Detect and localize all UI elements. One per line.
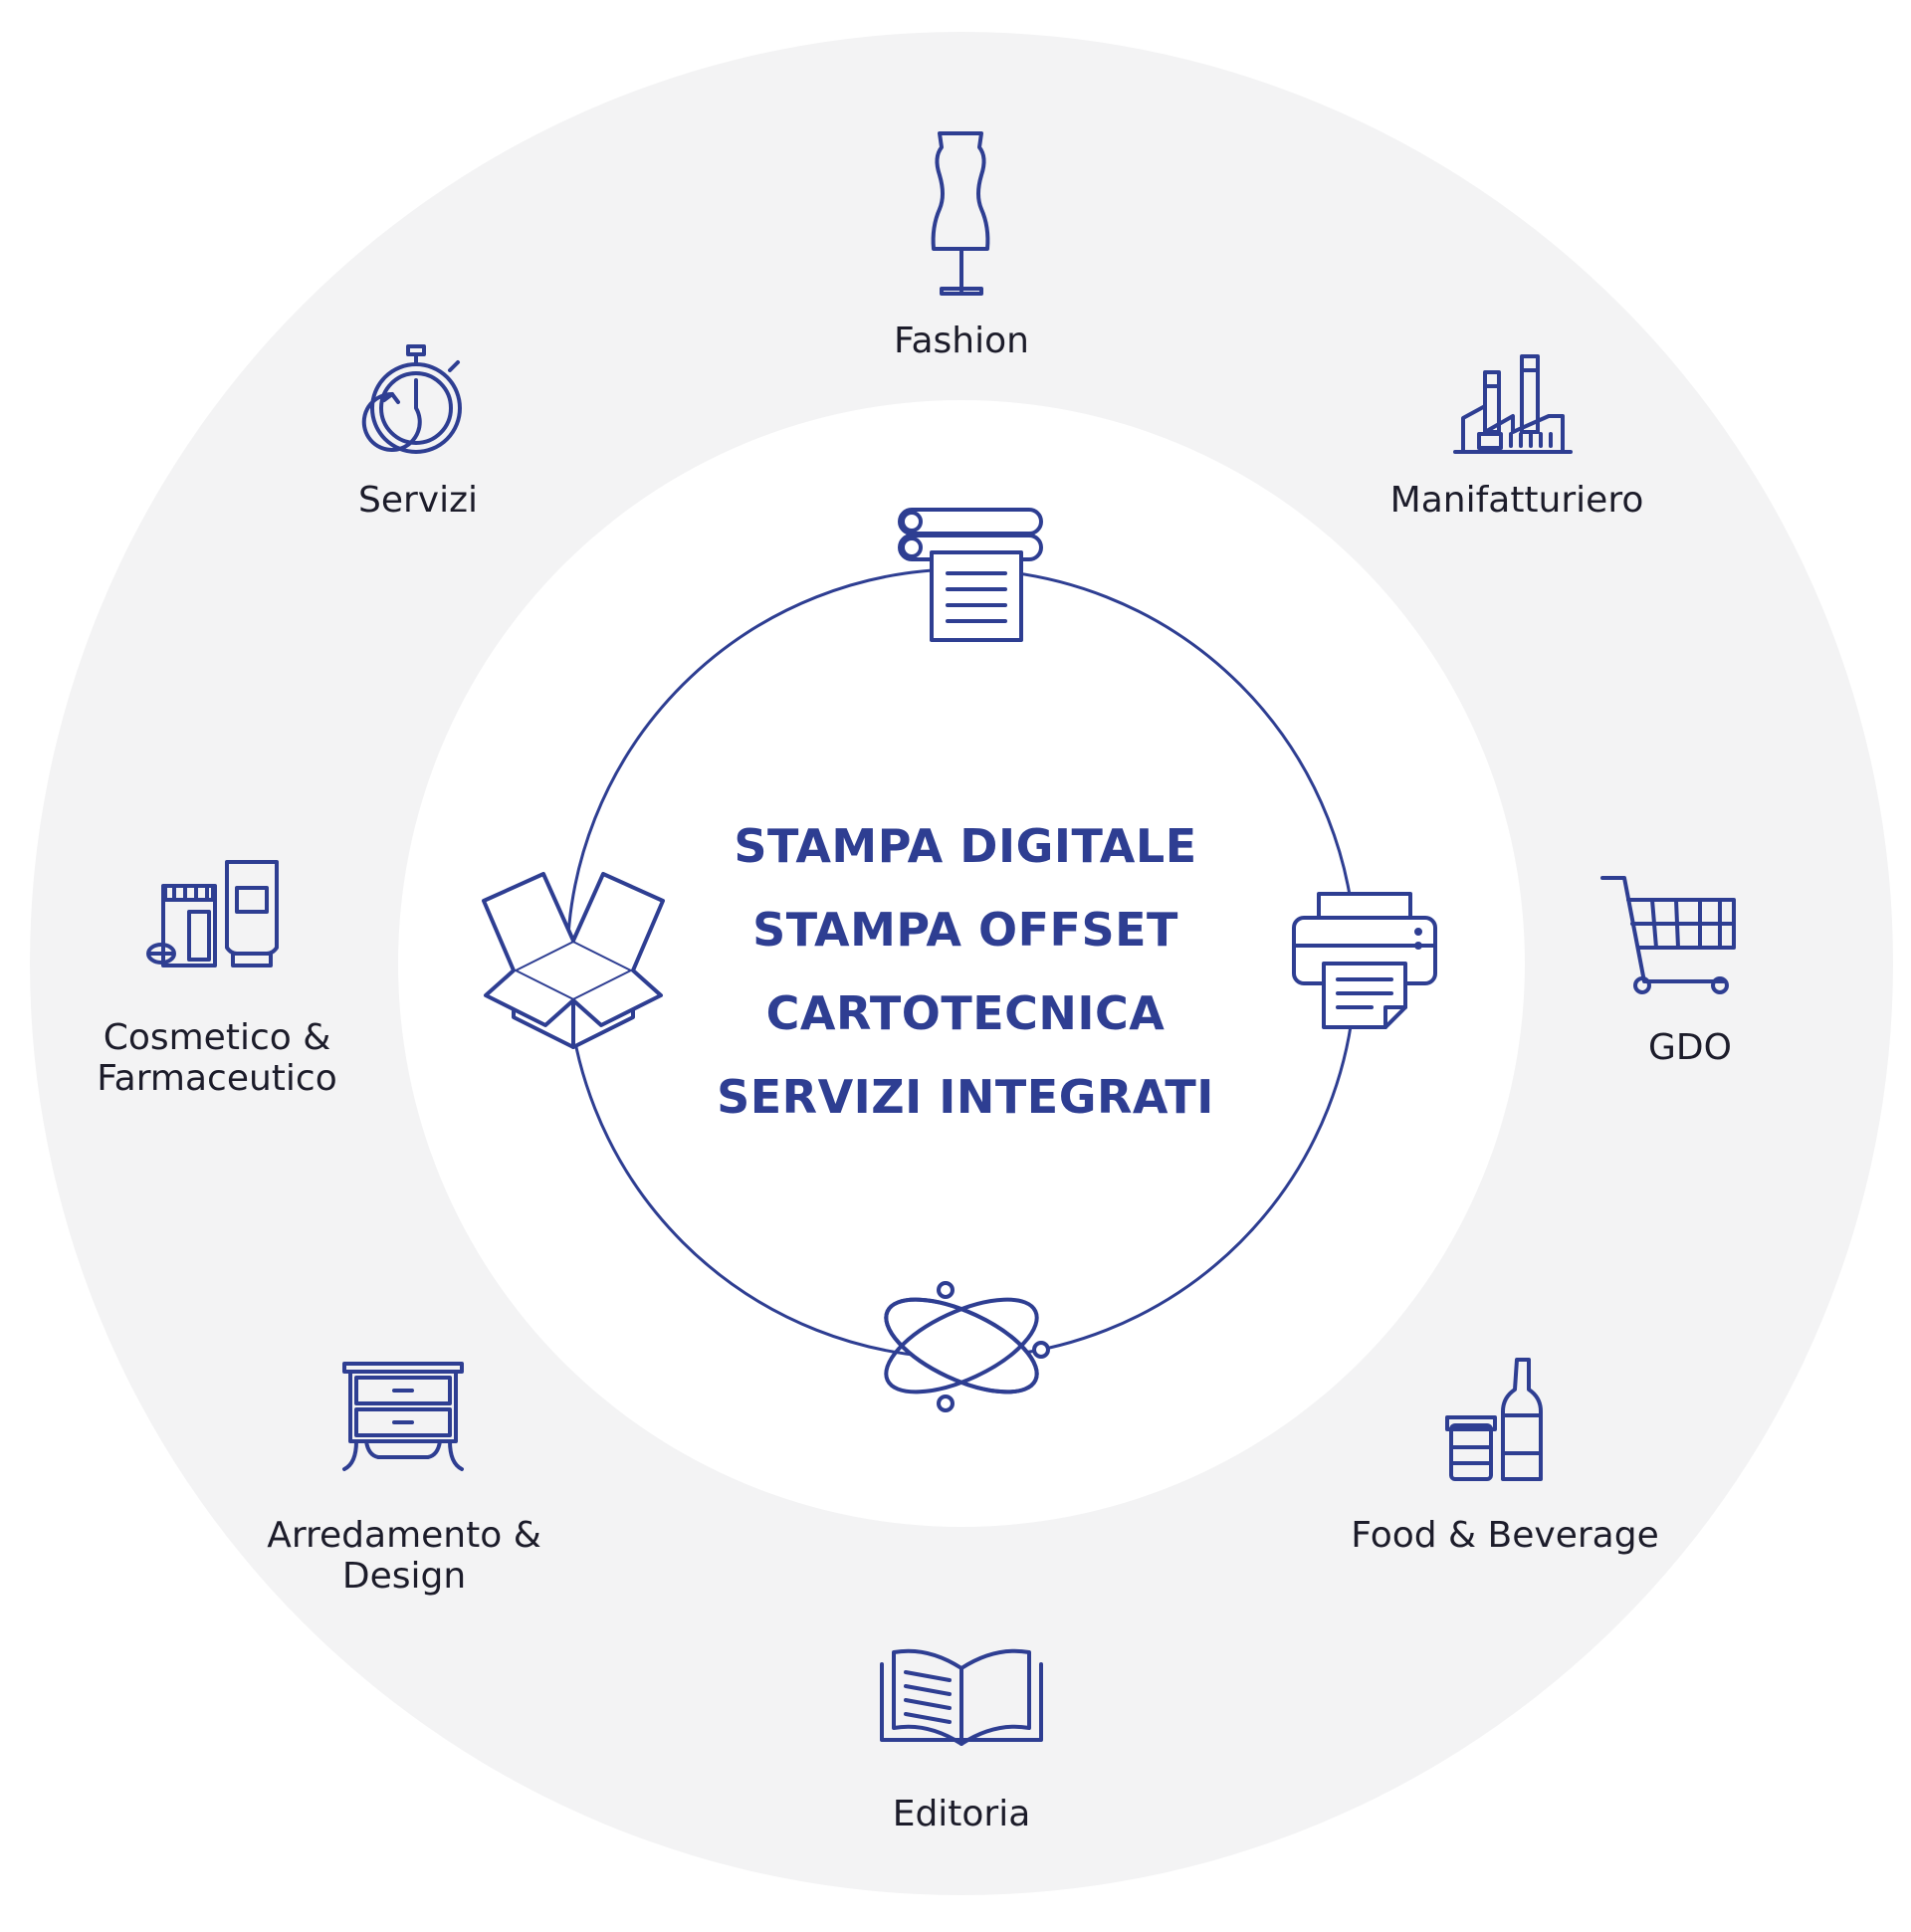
label-cosmetico-line-2: Farmaceutico — [97, 1058, 337, 1099]
label-cosmetico-line-1: Cosmetico & — [103, 1017, 331, 1058]
core-services: STAMPA DIGITALE STAMPA OFFSET CARTOTECNI… — [717, 804, 1214, 1139]
label-servizi: Servizi — [357, 480, 479, 521]
label-gdo: GDO — [1648, 1027, 1732, 1068]
label-arredamento-line-1: Arredamento & — [267, 1515, 541, 1556]
cosmetics-icon — [146, 860, 279, 967]
open-box-icon — [482, 872, 665, 1049]
shopping-cart-icon — [1600, 876, 1736, 994]
label-editoria: Editoria — [892, 1794, 1031, 1834]
label-fashion: Fashion — [894, 321, 1029, 361]
label-cosmetico-farmaceutico: Cosmetico & Farmaceutico — [97, 1017, 336, 1099]
inner-disc — [398, 400, 1525, 1527]
dresser-icon — [342, 1362, 464, 1471]
paper-roll-icon — [898, 508, 1043, 642]
printer-icon — [1292, 892, 1437, 1029]
label-arredamento-line-2: Design — [341, 1556, 467, 1597]
label-manifatturiero: Manifatturiero — [1389, 480, 1644, 521]
open-book-icon — [880, 1648, 1043, 1746]
mannequin-icon — [931, 131, 990, 296]
core-line-2: STAMPA OFFSET — [752, 903, 1178, 957]
stopwatch-icon — [361, 344, 462, 454]
factory-icon — [1453, 354, 1573, 454]
core-line-3: CARTOTECNICA — [765, 986, 1166, 1040]
core-line-1: STAMPA DIGITALE — [734, 819, 1197, 873]
food-bottle-jar-icon — [1445, 1358, 1543, 1481]
label-food-beverage: Food & Beverage — [1351, 1515, 1659, 1556]
label-arredamento-design: Arredamento & Design — [267, 1515, 541, 1597]
core-line-4: SERVIZI INTEGRATI — [717, 1070, 1214, 1124]
atom-icon — [884, 1281, 1050, 1412]
